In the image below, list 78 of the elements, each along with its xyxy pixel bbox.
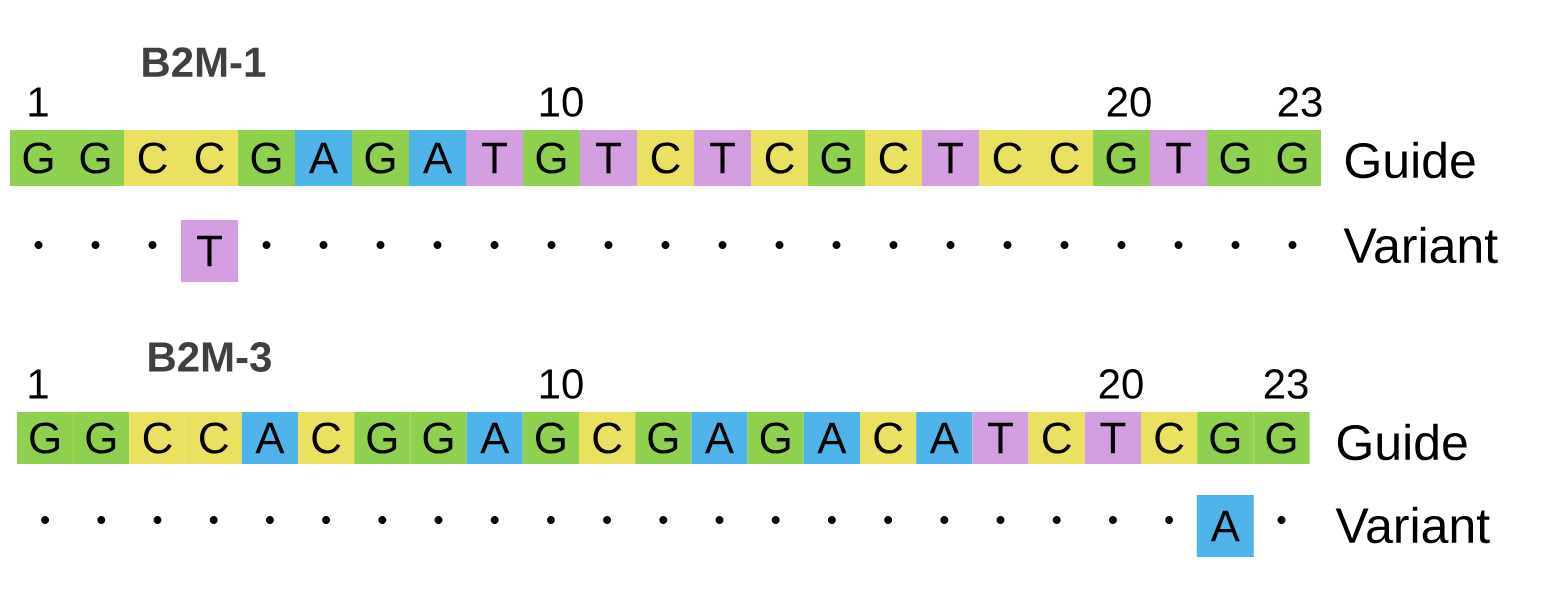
base-cell: G <box>1253 412 1310 464</box>
base-cell: G <box>410 412 467 464</box>
node-label: G <box>1266 422 1296 454</box>
base-cell: C <box>637 130 694 186</box>
base-cell: G <box>1197 412 1254 464</box>
base-cell: G <box>238 130 295 186</box>
base-cell: A <box>466 412 523 464</box>
position-number: 10 <box>540 87 583 117</box>
base-cell: G <box>73 412 130 464</box>
base-cell: G <box>522 412 579 464</box>
base-cell: G <box>747 412 804 464</box>
base-cell: G <box>1207 130 1264 186</box>
base-cell: T <box>181 220 238 282</box>
base-cell: G <box>1093 130 1150 186</box>
base-cell: C <box>860 412 917 464</box>
position-number: 20 <box>1107 87 1151 117</box>
base-cell: G <box>808 130 865 186</box>
node-label: C <box>195 142 224 174</box>
position-number: 10 <box>540 369 583 399</box>
base-cell: C <box>1036 130 1093 186</box>
base-cell: C <box>181 130 238 186</box>
base-cell: C <box>579 412 636 464</box>
position-number: 1 <box>29 369 48 399</box>
base-cell: C <box>865 130 922 186</box>
base-cell: A <box>691 412 748 464</box>
base-cell: T <box>466 130 523 186</box>
sequence-title: B2M-1 <box>143 47 266 77</box>
base-cell: T <box>694 130 751 186</box>
base-cell: C <box>1141 412 1198 464</box>
base-cell: G <box>67 130 124 186</box>
node-label: G <box>23 142 53 174</box>
node-label: G <box>423 422 453 454</box>
node-label: G <box>1277 142 1307 174</box>
position-number: 23 <box>1278 87 1322 117</box>
node-label: G <box>367 422 397 454</box>
node-label: G <box>86 422 116 454</box>
base-cell: C <box>129 412 186 464</box>
base-cell: A <box>295 130 352 186</box>
node-label: G <box>1220 142 1250 174</box>
base-cell: T <box>580 130 637 186</box>
base-cell: G <box>523 130 580 186</box>
row-label: Guide <box>1345 141 1475 179</box>
node-label: C <box>200 422 228 454</box>
base-cell: A <box>803 412 860 464</box>
base-cell: C <box>1028 412 1085 464</box>
node-label: G <box>80 142 110 174</box>
node-label: C <box>138 142 167 174</box>
sequence-title: B2M-3 <box>149 342 271 372</box>
node-label: G <box>1210 422 1240 454</box>
base-cell: C <box>185 412 242 464</box>
row-label: Guide <box>1337 423 1467 461</box>
base-cell: C <box>751 130 808 186</box>
position-number: 23 <box>1264 369 1308 399</box>
base-cell: A <box>1196 495 1254 557</box>
base-cell: G <box>1264 130 1321 186</box>
position-number: 20 <box>1099 369 1143 399</box>
node-label: C <box>1050 142 1079 174</box>
base-cell: T <box>972 412 1029 464</box>
base-cell: G <box>17 412 74 464</box>
base-cell: T <box>1084 412 1141 464</box>
base-cell: G <box>354 412 411 464</box>
position-number: 1 <box>29 87 48 117</box>
node-label: C <box>143 422 172 454</box>
base-cell: C <box>298 412 355 464</box>
base-cell: G <box>635 412 692 464</box>
base-cell: G <box>10 130 67 186</box>
base-cell: A <box>916 412 973 464</box>
base-cell: C <box>124 130 181 186</box>
base-cell: C <box>979 130 1036 186</box>
node-label: C <box>993 142 1022 174</box>
row-label: Variant <box>1343 226 1498 264</box>
base-cell: T <box>1150 130 1207 186</box>
row-label: Variant <box>1335 506 1490 544</box>
base-cell: A <box>241 412 298 464</box>
node-label: G <box>30 422 59 454</box>
base-cell: G <box>352 130 409 186</box>
base-cell: A <box>409 130 466 186</box>
base-cell: T <box>922 130 979 186</box>
